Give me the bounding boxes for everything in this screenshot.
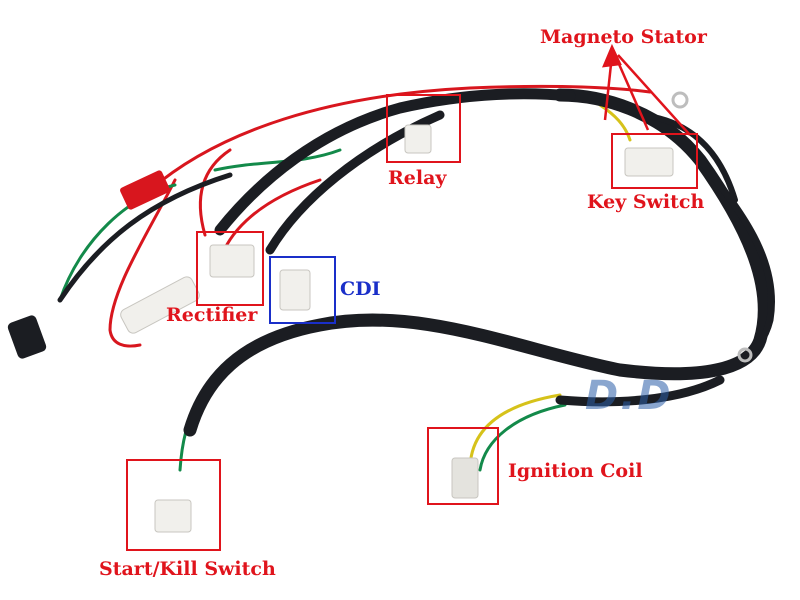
watermark-text: D.D (585, 373, 673, 419)
start-kill-switch-box (126, 459, 221, 551)
relay-connector (404, 124, 432, 154)
magneto-stator-label: Magneto Stator (540, 26, 707, 48)
magneto-stator-arrows (602, 43, 691, 136)
rectifier-box (196, 231, 264, 306)
ignition-coil-box (427, 427, 499, 505)
cdi-label: CDI (340, 278, 381, 300)
highlight-boxes (126, 94, 698, 551)
key-switch-label: Key Switch (587, 191, 705, 213)
relay-box (386, 94, 461, 163)
key-switch-box (611, 133, 698, 189)
relay-label: Relay (388, 167, 447, 189)
red-fuse-holder (120, 170, 170, 210)
black-end-connector (7, 315, 47, 359)
start-kill-connector (154, 499, 192, 533)
rectifier-label: Rectifier (166, 304, 258, 326)
fuse-connector (120, 276, 200, 334)
ignition-coil-label: Ignition Coil (508, 460, 643, 482)
cdi-box (269, 256, 336, 324)
key-switch-connector (624, 147, 674, 177)
connectors (7, 91, 753, 533)
stator-ring-terminal (671, 91, 689, 109)
start-kill-switch-label: Start/Kill Switch (99, 558, 276, 580)
ignition-coil-terminals (451, 457, 479, 499)
ground-ring-terminal (737, 347, 753, 363)
rectifier-connector (209, 244, 255, 278)
cdi-connector (279, 269, 311, 311)
